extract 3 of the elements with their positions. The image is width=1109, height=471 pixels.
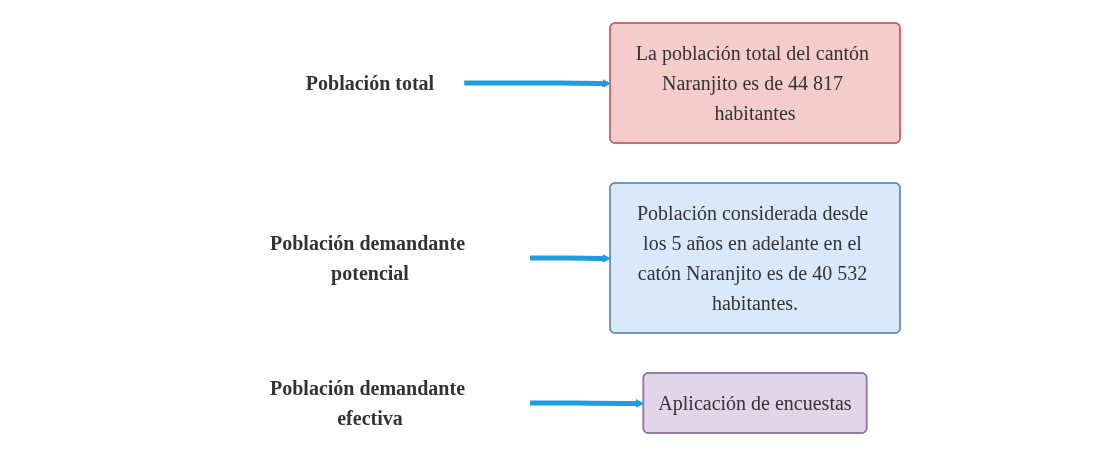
node-text: Población demandante potencial (269, 232, 465, 284)
node-text: Población demandante efectiva (269, 377, 465, 429)
node-text: Población total (305, 72, 434, 94)
